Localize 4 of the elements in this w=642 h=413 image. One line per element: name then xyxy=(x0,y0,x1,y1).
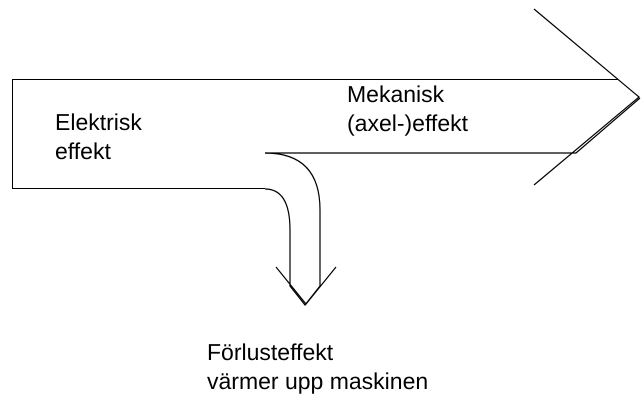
arrow xyxy=(264,152,337,306)
flow-label: Elektrisk effekt xyxy=(55,108,143,166)
flow-label: Förlusteffekt värmer upp maskinen xyxy=(207,338,428,396)
flow-label: Mekanisk (axel-)effekt xyxy=(347,80,470,138)
